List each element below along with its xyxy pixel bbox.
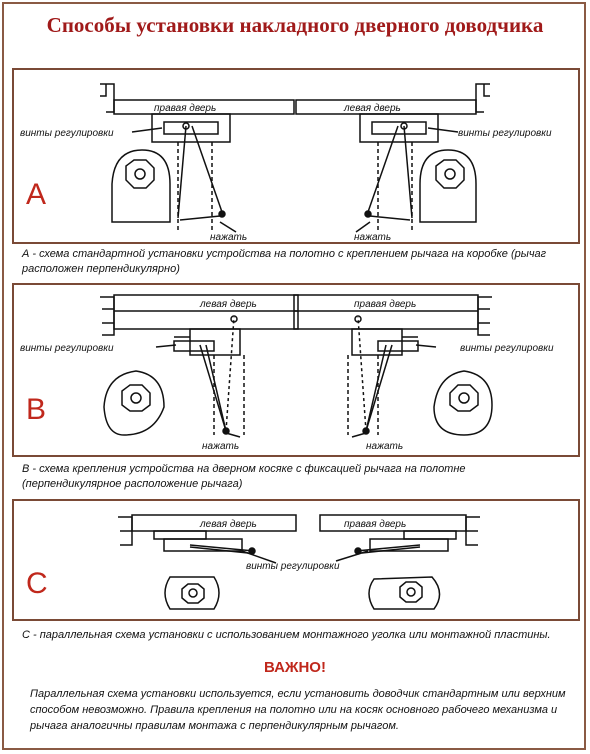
- label-right-door-c: правая дверь: [344, 519, 406, 530]
- panel-a: правая дверь левая дверь винты регулиров…: [12, 68, 580, 244]
- diagram-b: левая дверь правая дверь винты регулиров…: [20, 294, 554, 452]
- diagram-c: левая дверь правая дверь винты регулиров…: [118, 514, 480, 610]
- label-screws-b-right: винты регулировки: [460, 343, 554, 354]
- label-push-a-right: нажать: [354, 232, 391, 242]
- important-heading: ВАЖНО!: [264, 659, 326, 676]
- label-screws-b-left: винты регулировки: [20, 343, 114, 354]
- label-left-door-a: левая дверь: [343, 103, 401, 114]
- label-left-door-b: левая дверь: [199, 299, 257, 310]
- panel-c: левая дверь правая дверь винты регулиров…: [12, 499, 580, 621]
- caption-c: С - параллельная схема установки с испол…: [22, 629, 551, 641]
- diagram-a: правая дверь левая дверь винты регулиров…: [20, 83, 552, 242]
- caption-b: В - схема крепления устройства на дверно…: [22, 463, 466, 490]
- page-title: Способы установки накладного дверного до…: [46, 13, 544, 37]
- label-push-a-left: нажать: [210, 232, 247, 242]
- label-screws-a-left: винты регулировки: [20, 128, 114, 139]
- panel-b: левая дверь правая дверь винты регулиров…: [12, 283, 580, 457]
- label-push-b-left: нажать: [202, 441, 239, 452]
- label-right-door-b: правая дверь: [354, 299, 416, 310]
- label-screws-c: винты регулировки: [246, 561, 340, 572]
- important-note: Параллельная схема установки используетс…: [30, 688, 566, 732]
- panel-letter-b: B: [26, 393, 47, 426]
- label-push-b-right: нажать: [366, 441, 403, 452]
- label-screws-a-right: винты регулировки: [458, 128, 552, 139]
- caption-a: А - схема стандартной установки устройст…: [22, 248, 547, 275]
- label-right-door-a: правая дверь: [154, 103, 216, 114]
- label-left-door-c: левая дверь: [199, 519, 257, 530]
- panel-letter-c: C: [26, 567, 48, 600]
- panel-letter-a: A: [26, 178, 47, 211]
